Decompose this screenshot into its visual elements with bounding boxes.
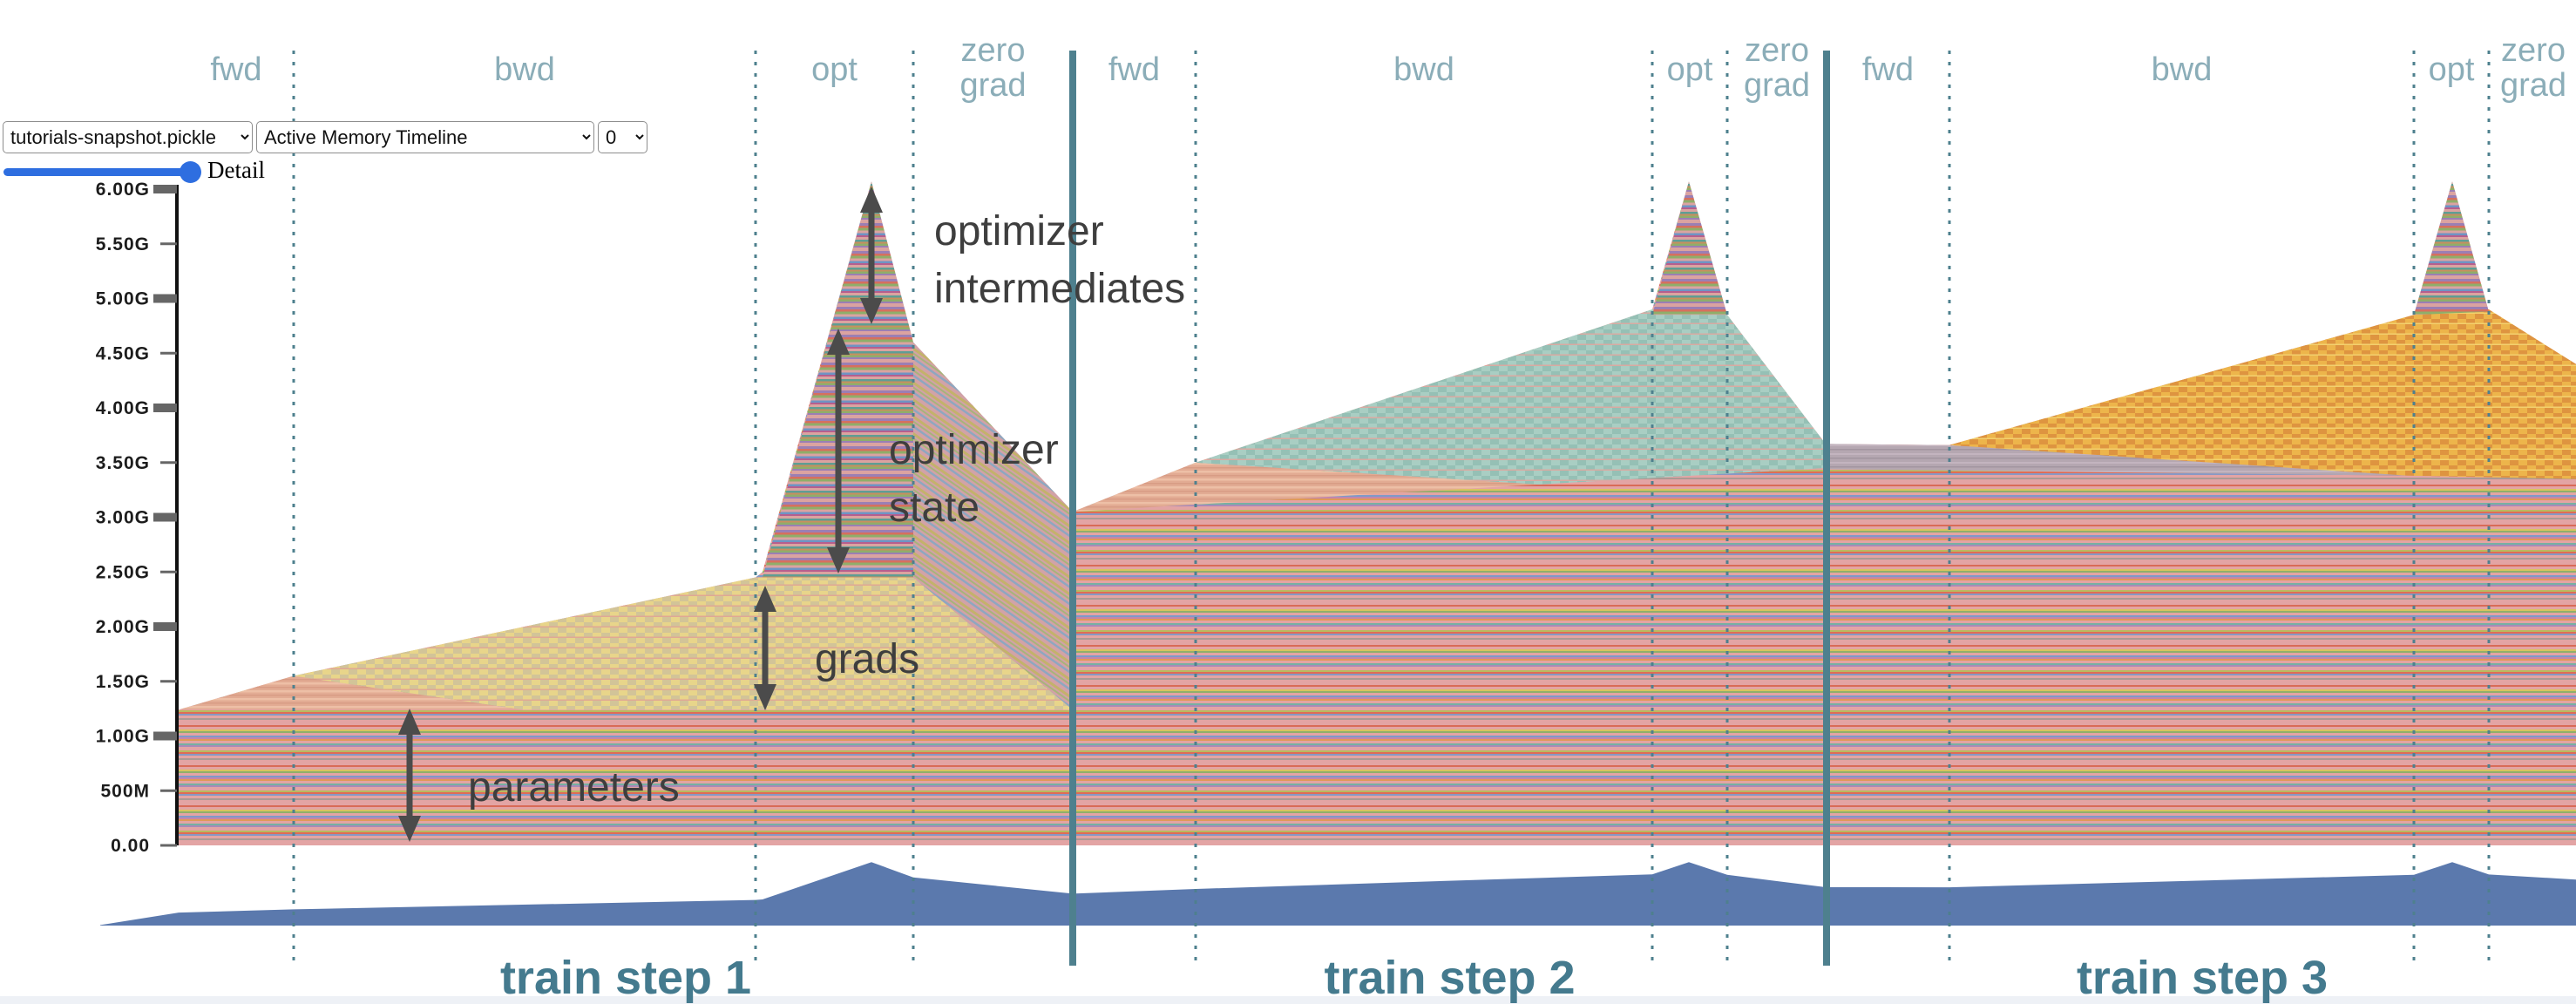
memory-y-axis: 6.00G 5.50G 5.00G 4.50G 4.00G 3.50G 3.00G 2.50G…: [96, 180, 179, 856]
phase-label-fwd: fwd: [1108, 51, 1160, 88]
step-label-train-step-1: train step 1: [500, 952, 751, 1004]
timeline-minimap[interactable]: [0, 862, 2576, 1004]
grads-step3[interactable]: [1949, 309, 2576, 479]
annotation-parameters: parameters: [468, 764, 680, 811]
y-axis-minor-tick: [160, 351, 177, 355]
phase-label-bwd: bwd: [494, 51, 555, 88]
phase-separator-lines: [292, 51, 2491, 966]
optimizer-spike-step3[interactable]: [2414, 181, 2489, 315]
phase-label-fwd: fwd: [210, 51, 261, 88]
y-axis-tick-label: 6.00G: [96, 180, 150, 200]
step-label-train-step-2: train step 2: [1324, 952, 1575, 1004]
activations-fwd-step3[interactable]: [1827, 444, 2408, 476]
gpu-index-select[interactable]: 0: [598, 121, 647, 153]
y-axis-tick-label: 1.00G: [96, 727, 150, 747]
y-axis-minor-tick: [160, 789, 177, 792]
memory-stack-base[interactable]: [179, 181, 2576, 845]
y-axis-tick-label: 2.50G: [96, 562, 150, 582]
y-axis-tick-label: 2.00G: [96, 617, 150, 637]
y-axis-minor-tick: [160, 844, 177, 847]
y-axis-major-tick: [153, 731, 177, 741]
optimizer-intermediates-arrow: [860, 187, 883, 324]
minimap-silhouette[interactable]: [100, 862, 2576, 926]
y-axis-tick-label: 1.50G: [96, 672, 150, 692]
step-label-train-step-3: train step 3: [2077, 952, 2328, 1004]
stacked-memory-areas[interactable]: [179, 181, 2576, 845]
y-axis-tick-label: 5.00G: [96, 289, 150, 309]
y-axis-major-tick: [153, 622, 177, 631]
phase-label-bwd: bwd: [1393, 51, 1454, 88]
detail-slider-label: Detail: [207, 157, 265, 183]
bottom-strip: [0, 996, 2576, 1004]
y-axis-tick-label: 3.50G: [96, 453, 150, 473]
detail-slider-handle[interactable]: [180, 161, 201, 183]
activations-fwd-step2[interactable]: [1073, 462, 1538, 512]
activations-bwd-step2[interactable]: [1196, 309, 1826, 485]
optimizer-state-arrow: [827, 329, 850, 573]
y-axis-major-tick: [153, 185, 177, 193]
annotation-grads: grads: [815, 636, 919, 682]
y-axis-minor-tick: [160, 570, 177, 573]
parameters-arrow: [398, 709, 421, 842]
y-axis-tick-label: 500M: [100, 781, 150, 801]
grads-arrow: [754, 586, 776, 710]
zero-grad-release-step1[interactable]: [913, 342, 1073, 710]
detail-slider[interactable]: [3, 161, 201, 183]
y-axis-minor-tick: [160, 242, 177, 246]
y-axis-major-tick: [153, 294, 177, 303]
y-axis-major-tick: [153, 404, 177, 412]
phase-label-opt: opt: [811, 51, 858, 88]
y-axis-major-tick: [153, 512, 177, 522]
phase-label-opt: opt: [1667, 51, 1713, 88]
y-axis-tick-label: 0.00: [111, 836, 150, 856]
optimizer-spike-step2[interactable]: [1652, 181, 1727, 315]
y-axis-tick-label: 4.00G: [96, 398, 150, 418]
grads-step1[interactable]: [294, 577, 1073, 710]
snapshot-file-select[interactable]: tutorials-snapshot.pickle: [3, 121, 253, 153]
phase-label-opt: opt: [2429, 51, 2475, 88]
phase-label-bwd: bwd: [2152, 51, 2213, 88]
y-axis-tick-label: 4.50G: [96, 343, 150, 363]
y-axis-tick-label: 3.00G: [96, 508, 150, 528]
y-axis-tick-label: 5.50G: [96, 234, 150, 254]
view-mode-select[interactable]: Active Memory Timeline: [256, 121, 594, 153]
y-axis-minor-tick: [160, 461, 177, 465]
phase-label-fwd: fwd: [1862, 51, 1914, 88]
activations-fwd-step1[interactable]: [179, 675, 523, 710]
y-axis-minor-tick: [160, 680, 177, 683]
